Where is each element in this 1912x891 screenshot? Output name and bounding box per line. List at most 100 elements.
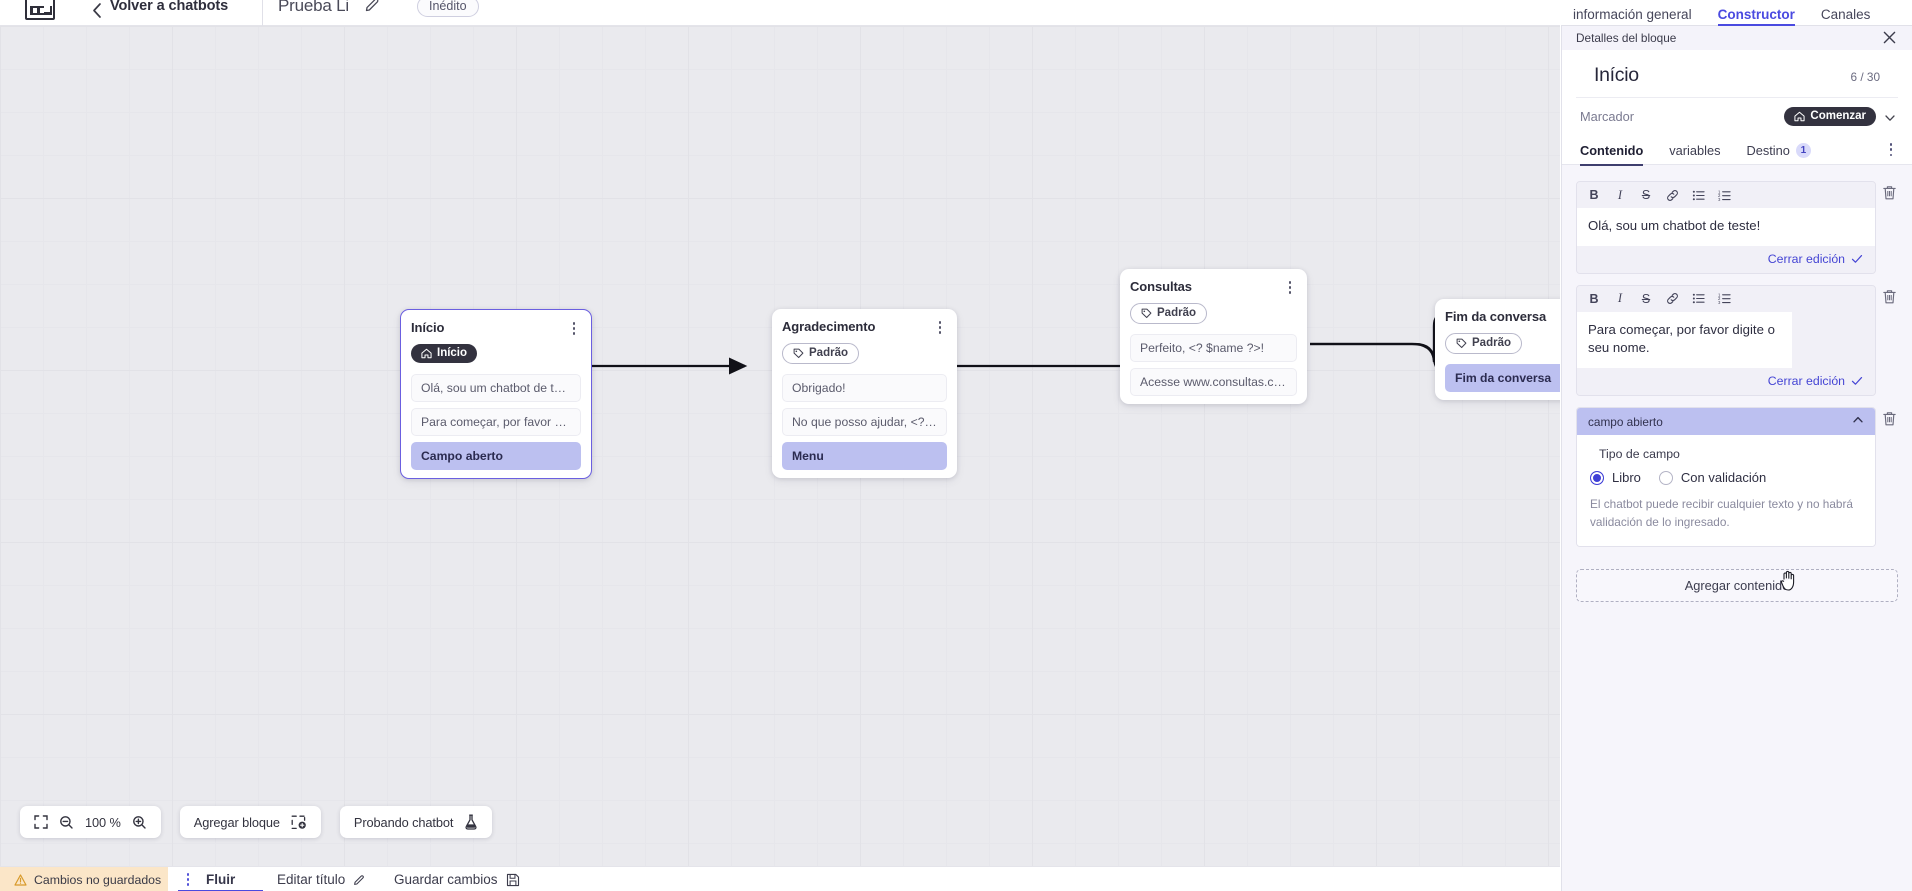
panel-body: Início 6 / 30 Marcador Comenzar Contenid… — [1562, 50, 1912, 166]
node-menu-icon[interactable] — [933, 319, 947, 334]
check-icon — [1851, 254, 1863, 263]
delete-block-icon[interactable] — [1882, 289, 1898, 307]
marcador-value-label: Comenzar — [1810, 110, 1866, 122]
marcador-value-pill[interactable]: Comenzar — [1784, 107, 1876, 126]
save-changes-button[interactable]: Guardar cambios — [394, 867, 520, 891]
radio-libro-dot — [1590, 470, 1604, 485]
page-title: Início — [1594, 64, 1639, 86]
tab-informacion-general[interactable]: información general — [1573, 7, 1692, 22]
node-item[interactable]: Fim da conversa — [1445, 364, 1560, 392]
node-item[interactable]: Campo aberto — [411, 441, 581, 470]
add-content-button[interactable]: Agregar contenido — [1576, 568, 1898, 602]
home-icon — [421, 348, 432, 358]
node-item[interactable]: No que posso ajudar, <? $name ... — [782, 408, 947, 436]
editor-text[interactable]: Para começar, por favor digite o seu nom… — [1577, 311, 1792, 369]
radio-con-validacion-label: Con validación — [1680, 470, 1767, 486]
svg-text:2: 2 — [1718, 193, 1721, 198]
tab-variables-label: variables — [1669, 143, 1721, 158]
zoom-out-icon[interactable] — [59, 815, 74, 830]
node-item[interactable]: Olá, sou um chatbot de teste! — [411, 373, 581, 402]
delete-field-icon[interactable] — [1882, 411, 1898, 429]
tab-constructor[interactable]: Constructor — [1717, 0, 1796, 26]
italic-icon[interactable]: I — [1617, 187, 1623, 202]
edit-title-button[interactable]: Editar título — [277, 867, 366, 891]
unsaved-changes-banner: Cambios no guardados — [0, 867, 168, 891]
tab-variables[interactable]: variables — [1669, 137, 1720, 165]
tab-canales[interactable]: Canales — [1820, 7, 1871, 22]
test-chatbot-label: Probando chatbot — [353, 814, 454, 830]
node-item[interactable]: Acesse www.consultas.com par... — [1130, 368, 1297, 396]
tag-icon — [1141, 308, 1152, 318]
flow-node-inicio[interactable]: Início Início Olá, sou um chatbot de tes… — [400, 309, 592, 479]
close-edition-label: Cerrar edición — [1767, 251, 1845, 266]
radio-libro[interactable]: Libro — [1590, 470, 1641, 485]
strikethrough-icon[interactable]: S — [1641, 188, 1651, 202]
node-item[interactable]: Menu — [782, 442, 947, 470]
bold-icon[interactable]: B — [1589, 188, 1599, 202]
delete-block-icon[interactable] — [1882, 185, 1898, 203]
svg-text:2: 2 — [1718, 296, 1721, 301]
node-item[interactable]: Obrigado! — [782, 374, 947, 402]
tag-icon — [1456, 338, 1467, 348]
marcador-control[interactable]: Comenzar — [1784, 107, 1896, 126]
node-item-list: Obrigado! No que posso ajudar, <? $name … — [782, 374, 947, 470]
svg-text:3: 3 — [1718, 300, 1721, 305]
node-item-list: Perfeito, <? $name ?>! Acesse www.consul… — [1130, 334, 1297, 396]
save-changes-label: Guardar cambios — [394, 872, 498, 887]
open-field-header[interactable]: campo abierto — [1577, 408, 1875, 436]
node-menu-icon[interactable] — [1283, 279, 1297, 294]
close-icon[interactable] — [1882, 30, 1898, 46]
chevron-up-icon[interactable] — [1852, 414, 1864, 429]
node-menu-icon[interactable] — [567, 320, 581, 335]
status-badge: Inédito — [417, 0, 479, 17]
flow-node-consultas[interactable]: Consultas Padrão Perfeito, <? $name ?>! … — [1120, 269, 1307, 404]
italic-icon[interactable]: I — [1617, 291, 1623, 306]
link-icon[interactable] — [1659, 289, 1685, 309]
node-item[interactable]: Para começar, por favor digite o ... — [411, 407, 581, 436]
bulleted-list-icon[interactable] — [1685, 185, 1711, 205]
flow-node-fim-da-conversa[interactable]: Fim da conversa Padrão Fim da conversa — [1435, 299, 1560, 400]
close-edition-button[interactable]: Cerrar edición — [1577, 245, 1875, 273]
bold-icon[interactable]: B — [1589, 291, 1599, 306]
back-chevron-icon[interactable] — [88, 0, 104, 20]
flow-node-agradecimento[interactable]: Agradecimento Padrão Obrigado! No que po… — [772, 309, 957, 478]
flow-canvas[interactable]: Início Início Olá, sou um chatbot de tes… — [0, 26, 1560, 866]
bulleted-list-icon[interactable] — [1685, 289, 1711, 309]
panel-top-tabs: información general Constructor Canales — [1561, 0, 1912, 26]
zoom-in-icon[interactable] — [132, 815, 147, 830]
fit-screen-icon[interactable] — [34, 815, 48, 829]
back-to-chatbots-link[interactable]: Volver a chatbots — [110, 0, 229, 14]
radio-con-validacion[interactable]: Con validación — [1658, 470, 1767, 486]
tab-contenido[interactable]: Contenido — [1580, 137, 1644, 166]
editor-text[interactable]: Olá, sou um chatbot de teste! — [1577, 208, 1875, 246]
panel-tabs: Contenido variables Destino 1 — [1562, 137, 1912, 166]
panel-title-row: Início 6 / 30 — [1576, 50, 1898, 98]
node-tag-label: Padrão — [809, 347, 848, 359]
node-title: Agradecimento — [782, 319, 876, 334]
pencil-icon — [352, 873, 366, 887]
panel-tabs-more-icon[interactable] — [1884, 143, 1898, 157]
open-field-card: campo abierto Tipo de campo Libro — [1576, 407, 1876, 547]
link-icon[interactable] — [1659, 185, 1685, 205]
tab-fluir[interactable]: Fluir — [177, 867, 264, 891]
edit-title-pencil-icon[interactable] — [363, 0, 383, 16]
bottom-more-icon[interactable] — [180, 867, 196, 891]
zoom-controls: 100 % — [20, 806, 161, 838]
test-chatbot-button[interactable]: Probando chatbot — [339, 806, 493, 838]
svg-text:3: 3 — [1718, 197, 1721, 202]
close-edition-button[interactable]: Cerrar edición — [1577, 368, 1875, 396]
tab-destino[interactable]: Destino 1 — [1746, 137, 1811, 165]
chevron-down-icon[interactable] — [1884, 111, 1896, 123]
node-item[interactable]: Perfeito, <? $name ?>! — [1130, 334, 1297, 362]
strikethrough-icon[interactable]: S — [1641, 291, 1651, 306]
add-block-button[interactable]: Agregar bloque — [179, 806, 321, 838]
tab-destino-badge: 1 — [1795, 143, 1811, 158]
open-field-label: campo abierto — [1588, 414, 1663, 429]
